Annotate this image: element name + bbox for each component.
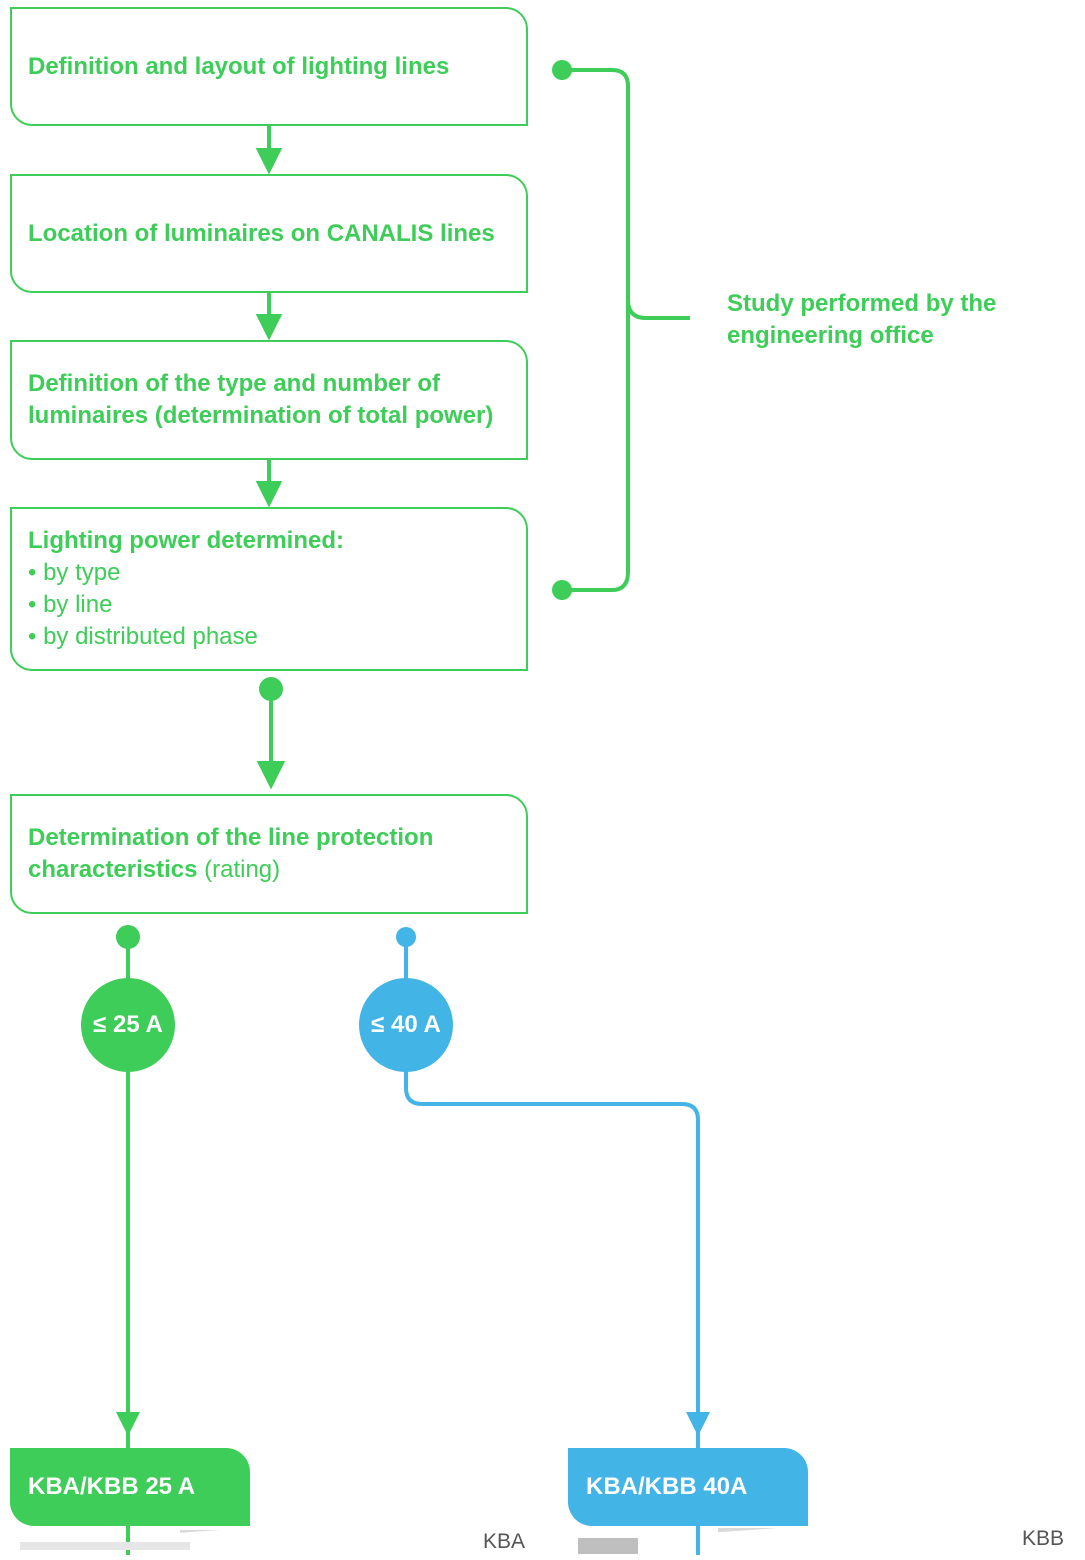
rating-40a-badge: ≤ 40 A [359, 978, 453, 1072]
engineering-bracket [562, 68, 690, 592]
bracket-dot-top [552, 60, 572, 80]
arrow-head-2 [255, 314, 283, 341]
bullet-by-line: • by line [28, 591, 113, 618]
step-type-number-luminaires: Definition of the type and number of lum… [10, 340, 528, 460]
step-lighting-power: Lighting power determined: • by type • b… [10, 507, 528, 671]
step-location-luminaires: Location of luminaires on CANALIS lines [10, 174, 528, 293]
product-ref-kbb: KBB [1022, 1527, 1065, 1550]
bullet-by-type: • by type [28, 559, 121, 586]
branch-40a-dot [396, 927, 416, 947]
step-definition-layout: Definition and layout of lighting lines [10, 7, 528, 126]
rating-25a-badge: ≤ 25 A [81, 978, 175, 1072]
step-4-title: Lighting power determined: [28, 527, 344, 554]
step-2-text: Location of luminaires on CANALIS lines [28, 219, 495, 247]
engineering-office-label: Study performed by the engineering offic… [727, 290, 997, 349]
product-kba-kbb-25a: KBA/KBB 25 A [10, 1448, 250, 1526]
bracket-dot-bottom [552, 580, 572, 600]
step-3-text: Definition of the type and number of lum… [28, 370, 494, 429]
arrow-head-3 [255, 481, 283, 508]
kba-luminaire-image [20, 1530, 480, 1550]
product-kba-kbb-40a: KBA/KBB 40A [568, 1448, 808, 1526]
branch-40a-line-bottom [404, 1065, 700, 1555]
arrow-head-1 [255, 148, 283, 175]
step-5-bold: Determination of the line protection cha… [28, 824, 434, 883]
arrow-head-4 [256, 761, 286, 790]
product-ref-kba: KBA [483, 1530, 526, 1553]
step-5-plain: (rating) [197, 856, 281, 883]
step-5-text: Determination of the line protection cha… [28, 822, 510, 886]
bullet-by-phase: • by distributed phase [28, 623, 258, 650]
step-line-protection: Determination of the line protection cha… [10, 794, 528, 914]
kbb-luminaire-image [578, 1528, 1038, 1554]
step-1-text: Definition and layout of lighting lines [28, 52, 450, 80]
